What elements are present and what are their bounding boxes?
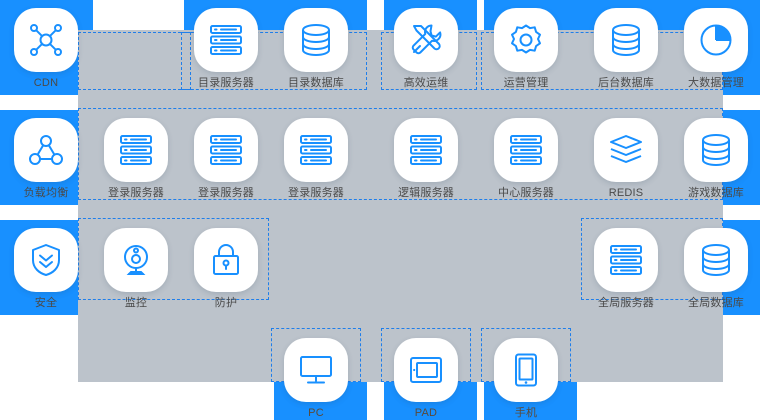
node-pad[interactable]: PAD: [394, 338, 458, 420]
server-rack-icon[interactable]: [104, 118, 168, 182]
node-label-monitor: 监控: [124, 297, 148, 309]
node-pc[interactable]: PC: [284, 338, 348, 420]
lock-icon[interactable]: [194, 228, 258, 292]
node-label-protection: 防护: [214, 297, 238, 309]
smartphone-icon[interactable]: [494, 338, 558, 402]
server-rack-icon[interactable]: [194, 118, 258, 182]
pie-chart-icon[interactable]: [684, 8, 748, 72]
tablet-icon[interactable]: [394, 338, 458, 402]
node-security[interactable]: 安全: [14, 228, 78, 310]
server-rack-icon[interactable]: [394, 118, 458, 182]
node-label-global-db: 全局数据库: [688, 297, 744, 309]
node-login-server-1[interactable]: 登录服务器: [104, 118, 168, 200]
server-rack-icon[interactable]: [594, 228, 658, 292]
load-balancer-icon[interactable]: [14, 118, 78, 182]
camera-icon[interactable]: [104, 228, 168, 292]
grey-backdrop-panel: [78, 30, 723, 382]
node-label-mobile: 手机: [514, 407, 538, 419]
node-logic-server[interactable]: 逻辑服务器: [394, 118, 458, 200]
tools-wrench-icon[interactable]: [394, 8, 458, 72]
database-icon[interactable]: [594, 8, 658, 72]
node-label-security: 安全: [34, 297, 58, 309]
node-label-pc: PC: [308, 407, 324, 419]
database-icon[interactable]: [684, 228, 748, 292]
node-game-db[interactable]: 游戏数据库: [684, 118, 748, 200]
node-center-server[interactable]: 中心服务器: [494, 118, 558, 200]
server-rack-icon[interactable]: [284, 118, 348, 182]
node-label-load-balance: 负载均衡: [23, 187, 69, 199]
server-rack-icon[interactable]: [494, 118, 558, 182]
node-global-server[interactable]: 全局服务器: [594, 228, 658, 310]
cdn-network-icon[interactable]: [14, 8, 78, 72]
node-label-logic-server: 逻辑服务器: [398, 187, 454, 199]
node-backend-db[interactable]: 后台数据库: [594, 8, 658, 90]
node-login-server-3[interactable]: 登录服务器: [284, 118, 348, 200]
node-monitor[interactable]: 监控: [104, 228, 168, 310]
redis-stack-icon[interactable]: [594, 118, 658, 182]
shield-icon[interactable]: [14, 228, 78, 292]
node-label-game-db: 游戏数据库: [688, 187, 744, 199]
database-icon[interactable]: [684, 118, 748, 182]
node-label-bigdata: 大数据管理: [688, 77, 744, 89]
node-label-dir-server: 目录服务器: [198, 77, 254, 89]
database-icon[interactable]: [284, 8, 348, 72]
node-label-center-server: 中心服务器: [498, 187, 554, 199]
node-protection[interactable]: 防护: [194, 228, 258, 310]
node-bigdata[interactable]: 大数据管理: [684, 8, 748, 90]
node-mobile[interactable]: 手机: [494, 338, 558, 420]
node-load-balance[interactable]: 负载均衡: [14, 118, 78, 200]
node-ops-manage[interactable]: 运营管理: [494, 8, 558, 90]
node-label-ops-manage: 运营管理: [503, 77, 549, 89]
node-label-login-server-2: 登录服务器: [198, 187, 254, 199]
server-rack-icon[interactable]: [194, 8, 258, 72]
desktop-monitor-icon[interactable]: [284, 338, 348, 402]
node-cdn[interactable]: CDN: [14, 8, 78, 90]
node-efficient-ops[interactable]: 高效运维: [394, 8, 458, 90]
gear-icon[interactable]: [494, 8, 558, 72]
node-label-backend-db: 后台数据库: [598, 77, 654, 89]
node-label-login-server-1: 登录服务器: [108, 187, 164, 199]
node-global-db[interactable]: 全局数据库: [684, 228, 748, 310]
node-label-redis: REDIS: [608, 187, 644, 199]
node-label-login-server-3: 登录服务器: [288, 187, 344, 199]
node-login-server-2[interactable]: 登录服务器: [194, 118, 258, 200]
node-dir-db[interactable]: 目录数据库: [284, 8, 348, 90]
node-label-pad: PAD: [414, 407, 438, 419]
node-dir-server[interactable]: 目录服务器: [194, 8, 258, 90]
node-label-cdn: CDN: [33, 77, 59, 89]
node-redis[interactable]: REDIS: [594, 118, 658, 200]
node-label-global-server: 全局服务器: [598, 297, 654, 309]
node-label-dir-db: 目录数据库: [288, 77, 344, 89]
node-label-efficient-ops: 高效运维: [403, 77, 449, 89]
